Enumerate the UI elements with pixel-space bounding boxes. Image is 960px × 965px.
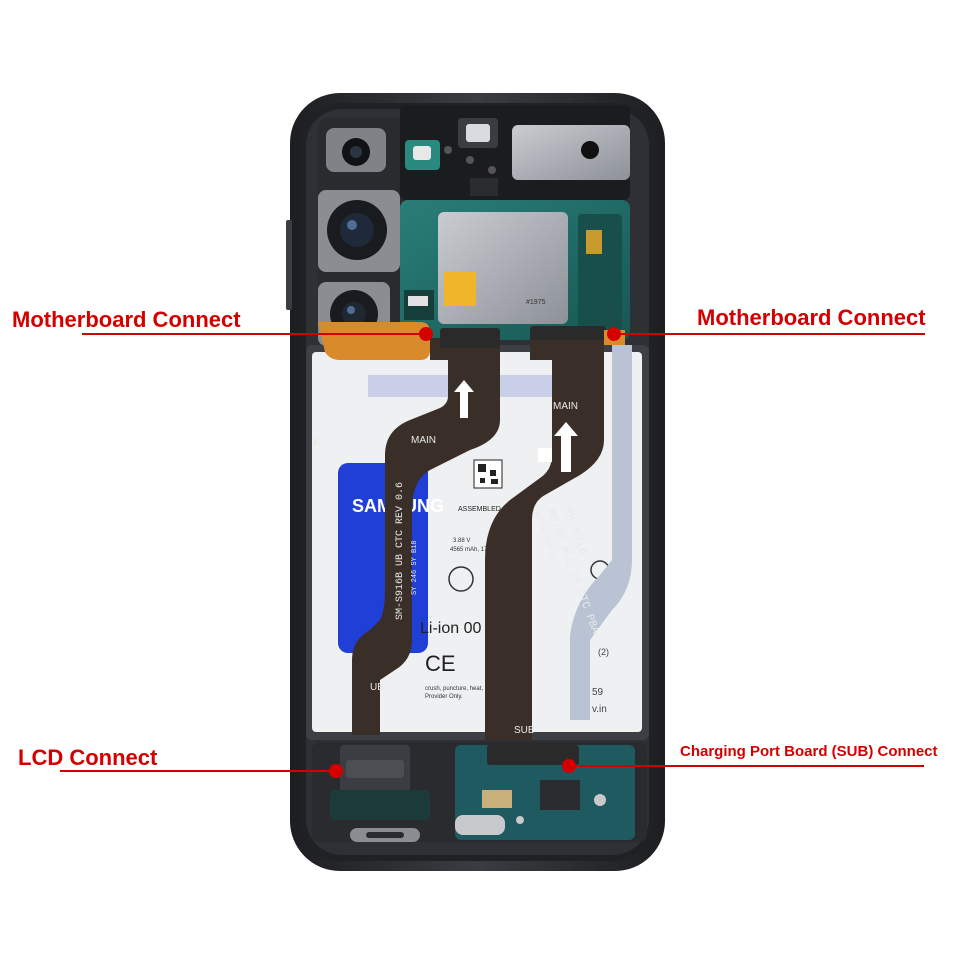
silk-main-left: MAIN bbox=[411, 435, 436, 446]
camera-flex bbox=[318, 322, 430, 360]
callout-lcd: LCD Connect bbox=[18, 745, 158, 770]
callout-leaders bbox=[60, 327, 925, 778]
silk-cable-left-2: SY 246 SY B18 bbox=[411, 540, 419, 595]
battery-liion: Li-ion 00 bbox=[420, 620, 481, 637]
battery-tail: v.in bbox=[592, 704, 607, 715]
top-bracket bbox=[400, 105, 630, 200]
battery-voltage: 3.88 V bbox=[453, 538, 470, 544]
silk-main-right: MAIN bbox=[553, 401, 578, 412]
main-pcb: #1975 bbox=[400, 200, 630, 340]
battery-assembled: ASSEMBLED IN CHINA bbox=[458, 506, 534, 513]
bottom-board bbox=[312, 742, 647, 842]
antenna-ribbon bbox=[570, 345, 632, 720]
battery-warning: crush, puncture, heat, burn bbox=[425, 686, 497, 692]
battery-number: 59 bbox=[592, 687, 604, 698]
shield-number: #1975 bbox=[526, 299, 546, 306]
battery-spec: 4565 mAh, 17.3 bbox=[450, 547, 493, 553]
battery-provider: Provider Only. bbox=[425, 694, 463, 700]
frame-letter: K bbox=[313, 435, 322, 449]
battery-ce-mark: CE bbox=[425, 651, 456, 676]
callout-motherboard-right: Motherboard Connect bbox=[697, 305, 926, 330]
silk-cable-left-1: SM-S916B UB CTC REV 0.6 bbox=[395, 482, 406, 620]
callout-sub: Charging Port Board (SUB) Connect bbox=[680, 743, 938, 760]
callout-motherboard-left: Motherboard Connect bbox=[12, 307, 241, 332]
left-flex-cable: MAIN SM-S916B UB CTC REV 0.6 SY 246 SY B… bbox=[352, 328, 500, 735]
battery-code: (2) bbox=[598, 647, 609, 657]
silk-ub: UB bbox=[370, 682, 384, 693]
silk-sub: SUB bbox=[514, 725, 535, 736]
